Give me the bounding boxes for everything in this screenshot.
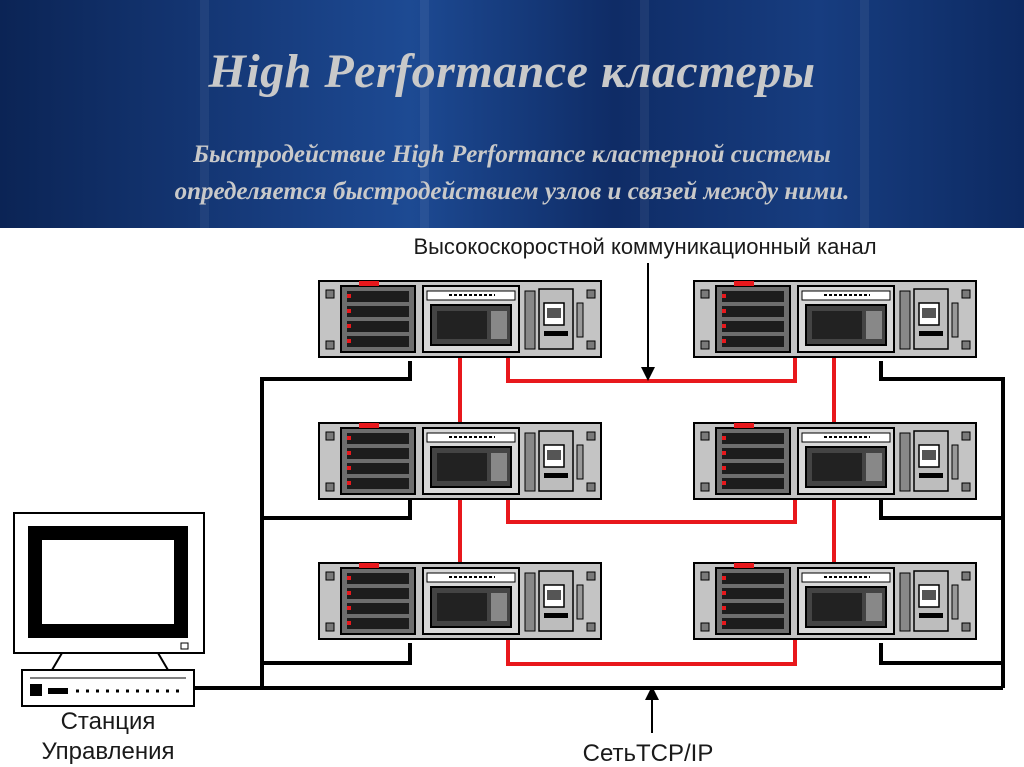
server-node-4 [693,422,977,500]
station-label-line-1: Станция [61,708,156,735]
page-subtitle: Быстродействие High Performance кластерн… [0,136,1024,210]
network-label: СетьTCP/IP [583,740,714,767]
station-label-line-2: Управления [41,738,174,765]
server-node-5 [318,562,602,640]
cluster-diagram: Высокоскоростной коммуникационный канал … [13,234,1005,767]
server-node-1 [318,280,602,358]
workstation-icon [13,512,205,707]
title-banner: High Performance кластеры Быстродействие… [0,0,1024,228]
tcpip-network-links [192,361,1005,690]
subtitle-line-2: определяется быстродействием узлов и свя… [174,178,850,205]
network-arrow-icon [645,686,659,733]
server-node-6 [693,562,977,640]
page-title: High Performance кластеры [208,45,816,98]
subtitle-line-1: Быстродействие High Performance кластерн… [193,141,831,168]
high-speed-links [458,357,836,666]
channel-arrow-icon [641,263,655,381]
server-node-3 [318,422,602,500]
channel-label: Высокоскоростной коммуникационный канал [413,234,876,259]
server-node-2 [693,280,977,358]
